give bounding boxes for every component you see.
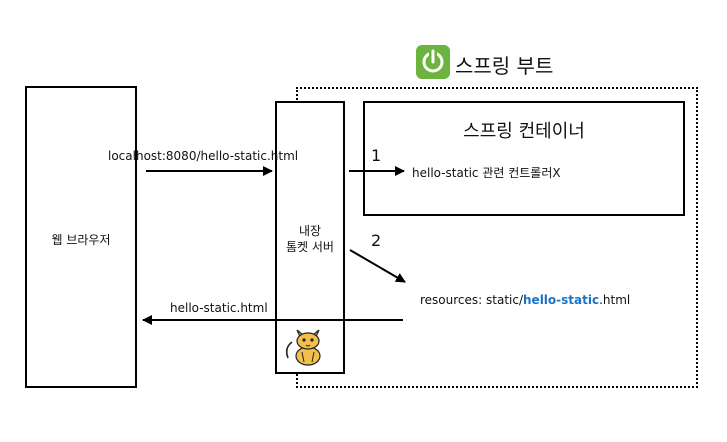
spring-container-title: 스프링 컨테이너 — [463, 121, 585, 142]
resources-suffix: .html — [599, 293, 631, 307]
spring-boot-title: 스프링 부트 — [455, 54, 554, 78]
tomcat-server-box — [275, 101, 345, 374]
resources-prefix: resources: static/ — [420, 293, 524, 307]
step2-arrow — [349, 249, 406, 283]
spring-boot-logo-icon — [416, 45, 450, 79]
request-url-label: localhost:8080/hello-static.html — [108, 149, 299, 163]
spring-container-box — [363, 101, 685, 216]
tomcat-label-line2: 톰켓 서버 — [286, 240, 334, 254]
tomcat-cat-icon — [284, 324, 334, 368]
web-browser-box — [25, 86, 137, 388]
controller-label: hello-static 관련 컨트롤러X — [412, 166, 561, 180]
web-browser-label: 웹 브라우저 — [51, 233, 111, 247]
tomcat-label-line1: 내장 — [298, 224, 322, 238]
resources-path: resources: static/hello-static.html — [420, 293, 630, 307]
response-file-label: hello-static.html — [170, 301, 268, 315]
resources-highlight: hello-static — [523, 293, 600, 307]
step1-number: 1 — [371, 146, 382, 165]
step2-number: 2 — [371, 231, 382, 250]
